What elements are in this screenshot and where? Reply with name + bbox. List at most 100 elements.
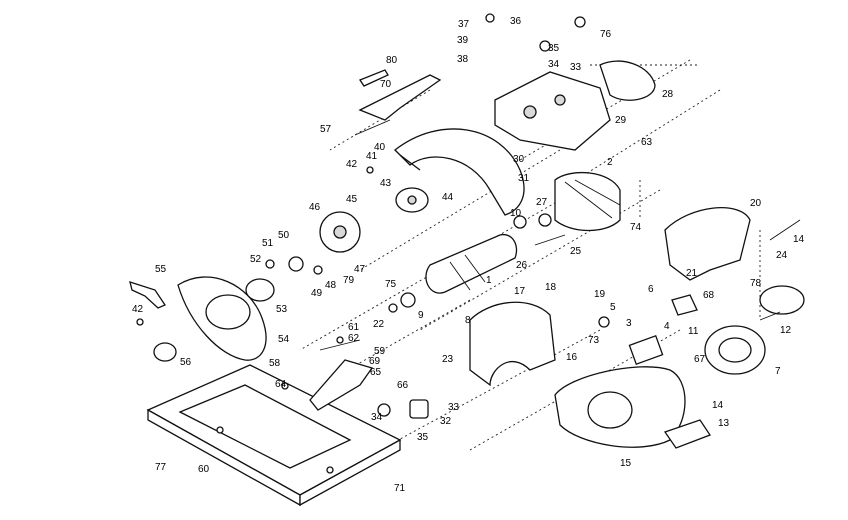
part-label-p29: 29 [615,115,627,126]
arbor-flange [319,211,361,253]
part-label-p49: 49 [311,288,323,299]
part-label-p31: 31 [518,173,530,184]
lower-blade-guard [177,276,267,361]
part-label-p44: 44 [442,192,454,203]
part-label-p14b: 14 [712,400,724,411]
part-label-p4: 4 [664,321,670,332]
bearing-cover [599,60,656,101]
part-label-p73: 73 [588,335,600,346]
part-label-p64: 64 [275,379,287,390]
part-label-p23: 23 [442,354,454,365]
part-label-p56: 56 [180,357,192,368]
part-label-p79: 79 [343,275,355,286]
part-label-p17: 17 [514,286,526,297]
part-label-p30: 30 [513,154,525,165]
part-label-p18: 18 [545,282,557,293]
part-label-p52: 52 [250,254,262,265]
part-label-p69: 69 [369,356,381,367]
part-label-p24: 24 [776,250,788,261]
part-label-p35a: 35 [548,43,560,54]
filter-disk [759,285,805,315]
part-label-p7: 7 [775,366,781,377]
part-label-p55: 55 [155,264,167,275]
part-label-p1: 1 [486,275,492,286]
part-label-p26: 26 [516,260,528,271]
switch-assembly [628,334,664,366]
part-label-p9: 9 [418,310,424,321]
part-label-p62: 62 [348,333,360,344]
part-label-p40: 40 [374,142,386,153]
part-label-p59: 59 [374,346,386,357]
part-label-p14a: 14 [793,234,805,245]
part-label-p60: 60 [198,464,210,475]
motor-housing [554,366,686,448]
part-label-p71: 71 [394,483,406,494]
part-label-p15: 15 [620,458,632,469]
part-label-p32: 32 [440,416,452,427]
part-label-p6: 6 [648,284,654,295]
part-label-p77: 77 [155,462,167,473]
part-label-p54: 54 [278,334,290,345]
part-label-p20: 20 [750,198,762,209]
part-label-p43: 43 [380,178,392,189]
knob [377,399,429,419]
part-label-p13: 13 [718,418,730,429]
part-label-p42a: 42 [346,159,358,170]
part-label-p33b: 33 [448,402,460,413]
part-label-p42b: 42 [132,304,144,315]
part-label-p66: 66 [397,380,409,391]
pad [671,294,698,316]
part-label-p74: 74 [630,222,642,233]
part-label-p63: 63 [641,137,653,148]
part-label-p46: 46 [309,202,321,213]
brush-holder [663,419,711,449]
part-label-p21: 21 [686,268,698,279]
part-label-p3: 3 [626,318,632,329]
part-label-p16: 16 [566,352,578,363]
part-label-p8: 8 [465,315,471,326]
part-label-p58: 58 [269,358,281,369]
gear-housing [494,71,611,151]
motor-end-cap [704,325,766,375]
part-label-p19: 19 [594,289,606,300]
small-hardware [136,13,801,390]
upper-blade-guard [394,128,525,216]
part-label-p80: 80 [386,55,398,66]
handle-half [469,301,556,387]
retaining-rings [153,278,275,362]
part-label-p75: 75 [385,279,397,290]
part-label-p25: 25 [570,246,582,257]
part-label-p12: 12 [780,325,792,336]
part-label-p22: 22 [373,319,385,330]
part-label-p65: 65 [370,367,382,378]
washers [265,256,323,275]
part-label-p68: 68 [703,290,715,301]
motor-field [554,171,621,232]
part-label-p78: 78 [750,278,762,289]
armature [425,233,518,294]
part-label-p47: 47 [354,264,366,275]
part-label-p37: 37 [458,19,470,30]
part-label-p67: 67 [694,354,706,365]
bevel-bracket [309,359,374,411]
part-label-p51: 51 [262,238,274,249]
part-label-p34a: 34 [548,59,560,70]
part-label-p50: 50 [278,230,290,241]
part-label-p53: 53 [276,304,288,315]
part-label-p57: 57 [320,124,332,135]
part-label-p70: 70 [380,79,392,90]
bearings [388,213,552,313]
part-label-p11: 11 [688,326,699,337]
part-label-p48: 48 [325,280,337,291]
guard-lever [129,281,166,309]
part-label-p45: 45 [346,194,358,205]
part-label-p28: 28 [662,89,674,100]
part-label-p36: 36 [510,16,522,27]
part-label-p41: 41 [366,151,378,162]
base-plate [146,364,402,507]
part-label-p76: 76 [600,29,612,40]
arbor-bracket [395,187,429,213]
